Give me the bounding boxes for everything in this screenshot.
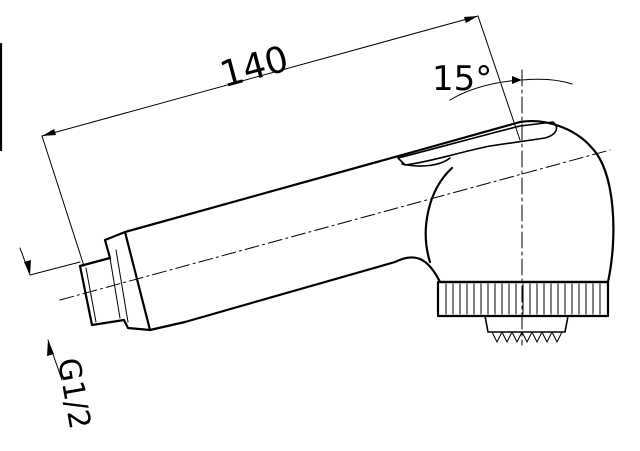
nozzle-tooth	[521, 331, 533, 343]
length-dimension-label: 140	[216, 39, 293, 96]
angle-dimension-label: 15°	[432, 59, 492, 99]
nozzle-tooth	[541, 331, 553, 343]
thread-dimension-label: G1/2	[50, 355, 97, 432]
center-axis-line	[59, 149, 611, 301]
shower-handle-outline	[123, 120, 615, 332]
nozzle-tooth	[531, 331, 543, 343]
nozzle-tooth	[491, 331, 503, 343]
thread-dimension: G1/2	[19, 247, 97, 432]
spray-head-ring	[436, 280, 610, 343]
nozzle-tooth	[551, 331, 563, 343]
thread-connector	[78, 230, 152, 332]
angle-dimension: 15°	[432, 59, 573, 101]
nozzle-tooth	[511, 331, 523, 343]
nozzle-tooth	[501, 331, 513, 343]
